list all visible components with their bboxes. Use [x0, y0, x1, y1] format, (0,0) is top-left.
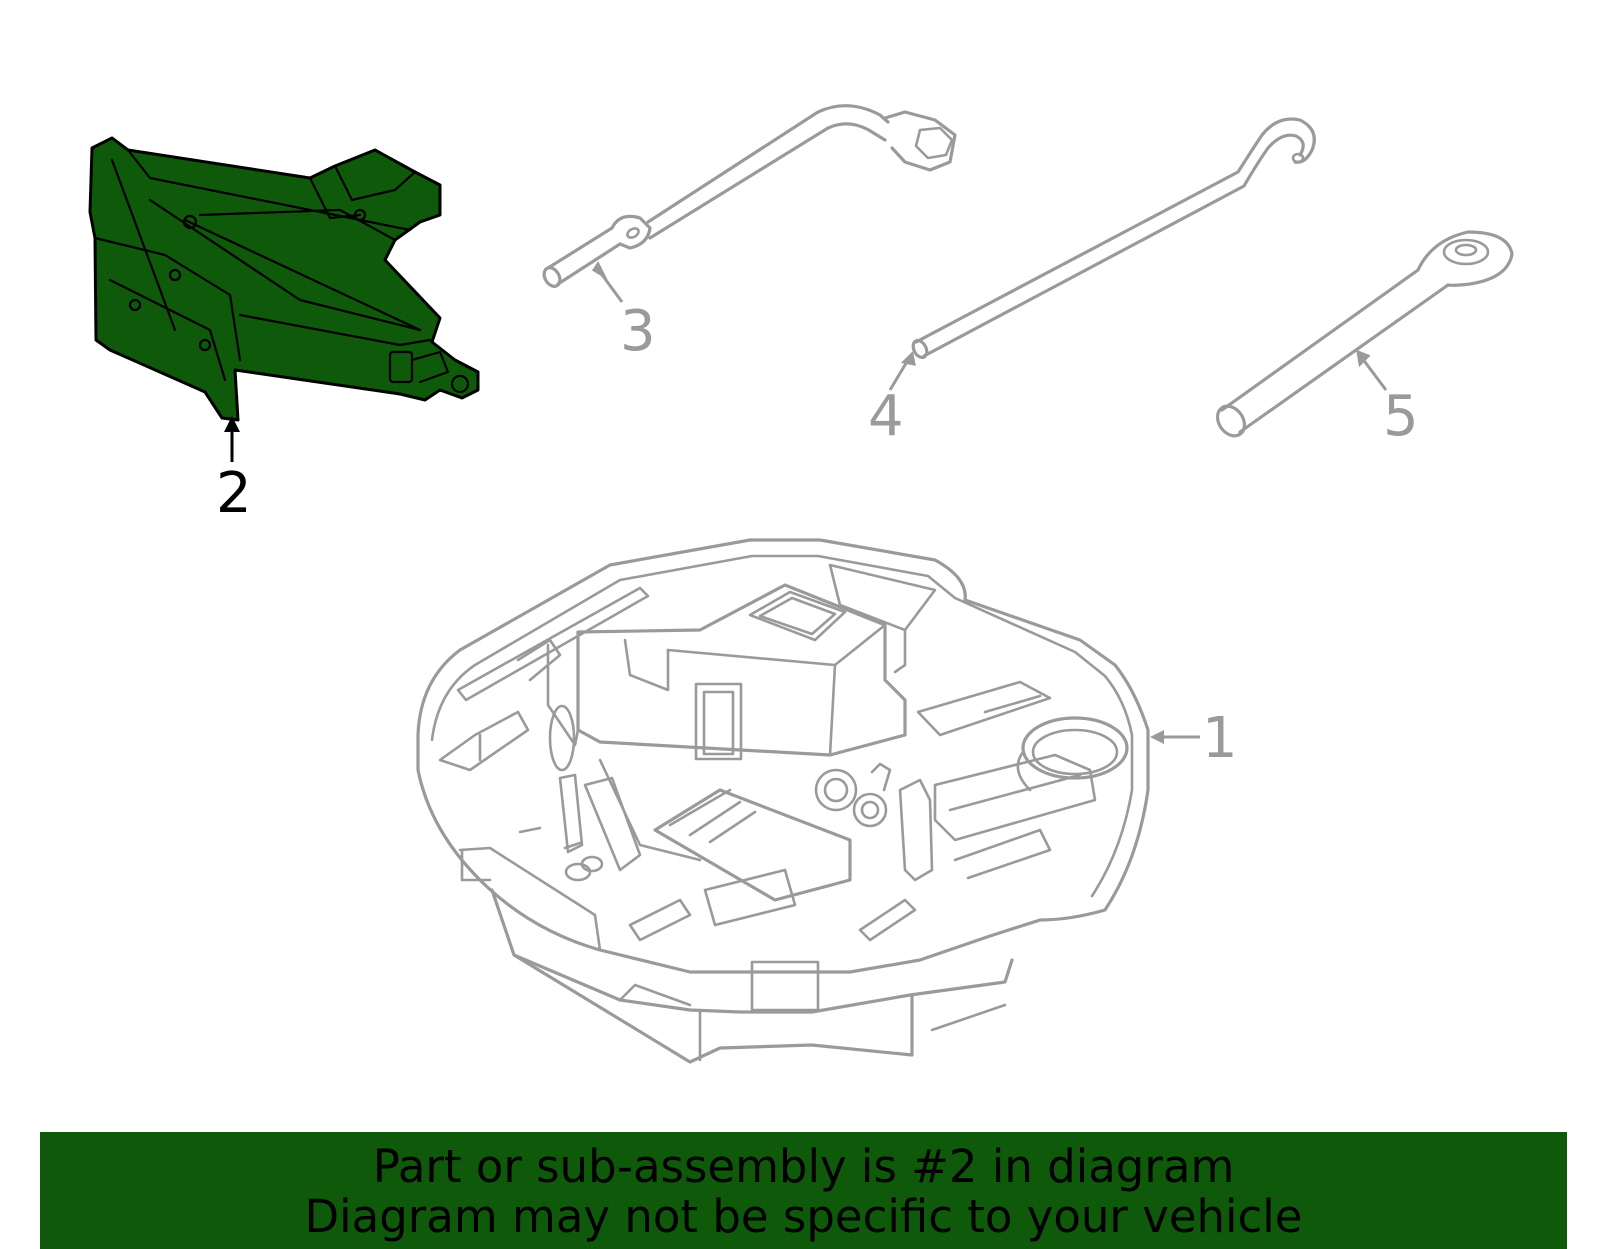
- callout-4-leader: [888, 350, 916, 391]
- callout-2-leader: [224, 416, 240, 462]
- callout-3-leader: [591, 261, 624, 303]
- callout-3-label: 3: [620, 299, 656, 364]
- banner-line-part: Part or sub-assembly is #2 in diagram: [372, 1140, 1235, 1193]
- callout-2-label: 2: [216, 461, 252, 526]
- info-banner: Part or sub-assembly is #2 in diagram Di…: [40, 1132, 1567, 1249]
- callout-1-label: 1: [1202, 706, 1238, 771]
- part-4-extension-rod[interactable]: [910, 117, 1316, 360]
- banner-line-disclaimer: Diagram may not be specific to your vehi…: [304, 1190, 1303, 1243]
- part-2-scissor-jack[interactable]: [88, 136, 480, 422]
- part-3-lug-wrench[interactable]: [541, 104, 957, 289]
- callout-5-label: 5: [1383, 384, 1419, 449]
- part-5-tow-hook[interactable]: [1212, 230, 1514, 441]
- part-1-storage-tray[interactable]: [416, 538, 1150, 1064]
- callout-1-leader: [1150, 730, 1200, 744]
- callout-5-leader: [1356, 349, 1388, 391]
- parts-diagram: 1 2 3 4 5: [88, 104, 1514, 1064]
- callout-4-label: 4: [868, 384, 904, 449]
